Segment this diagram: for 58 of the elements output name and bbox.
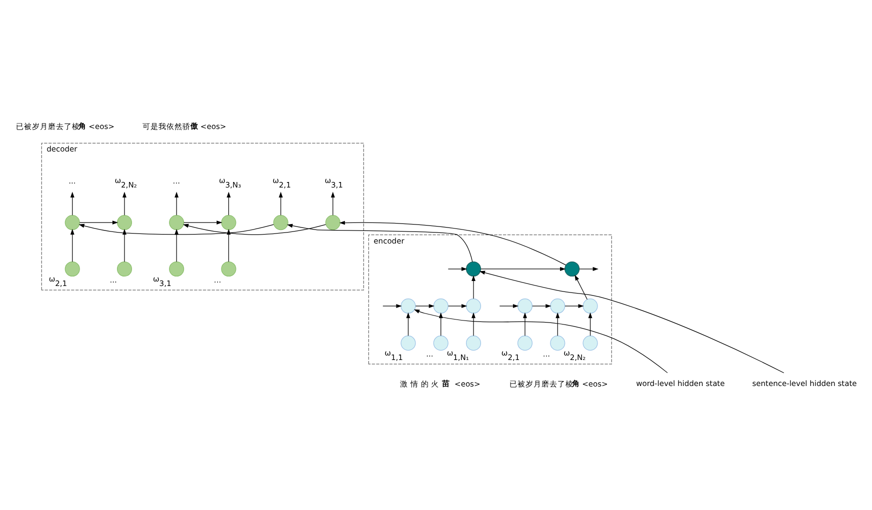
arrow: [286, 223, 473, 262]
node-circle: [64, 260, 80, 276]
arrow: [499, 304, 519, 308]
arrow: [122, 228, 126, 262]
arrow: [406, 312, 410, 336]
node-circle: [169, 260, 184, 276]
arrow: [122, 191, 126, 215]
arrow: [556, 312, 560, 336]
arrow: [414, 308, 668, 373]
arrow: [588, 312, 592, 336]
arrow: [330, 191, 335, 215]
arrow: [472, 274, 476, 298]
arrow: [480, 266, 566, 270]
arrow: [174, 191, 179, 215]
arrow: [226, 191, 231, 215]
arrow: [532, 304, 552, 308]
node-circle: [466, 298, 482, 314]
node-circle: [325, 214, 340, 230]
node-circle: [564, 260, 580, 276]
arrow: [523, 312, 527, 336]
node-circle: [169, 214, 184, 230]
node-circle: [517, 335, 533, 350]
node-circle: [582, 335, 598, 350]
node-circle: [116, 260, 132, 276]
arrow: [182, 223, 326, 234]
node-circle: [273, 214, 288, 230]
arrow: [184, 220, 222, 224]
arrow: [174, 228, 179, 262]
node-circle: [400, 298, 416, 314]
node-circle: [400, 335, 416, 350]
node-circle: [466, 260, 482, 276]
arrow: [339, 220, 566, 265]
arrow: [382, 304, 402, 308]
node-circle: [466, 335, 482, 350]
node-circle: [433, 335, 448, 350]
arrow: [79, 220, 118, 224]
node-circle: [221, 214, 236, 230]
arrow: [564, 304, 584, 308]
node-circle: [550, 335, 566, 350]
arrow: [70, 228, 74, 262]
node-circle: [221, 260, 236, 276]
arrow: [448, 304, 468, 308]
node-circle: [582, 298, 598, 314]
arrow: [78, 223, 274, 234]
arrow: [578, 266, 598, 270]
arrow: [472, 312, 476, 336]
node-circle: [517, 298, 533, 314]
arrow: [226, 228, 231, 262]
node-circle: [116, 214, 132, 230]
arrow: [479, 270, 784, 373]
arrow: [70, 191, 74, 215]
arrow: [574, 274, 588, 300]
arrow: [415, 304, 435, 308]
node-circle: [433, 298, 448, 314]
node-circle: [550, 298, 566, 314]
arrow: [448, 266, 468, 270]
arrow: [278, 191, 283, 215]
node-circle: [64, 214, 80, 230]
